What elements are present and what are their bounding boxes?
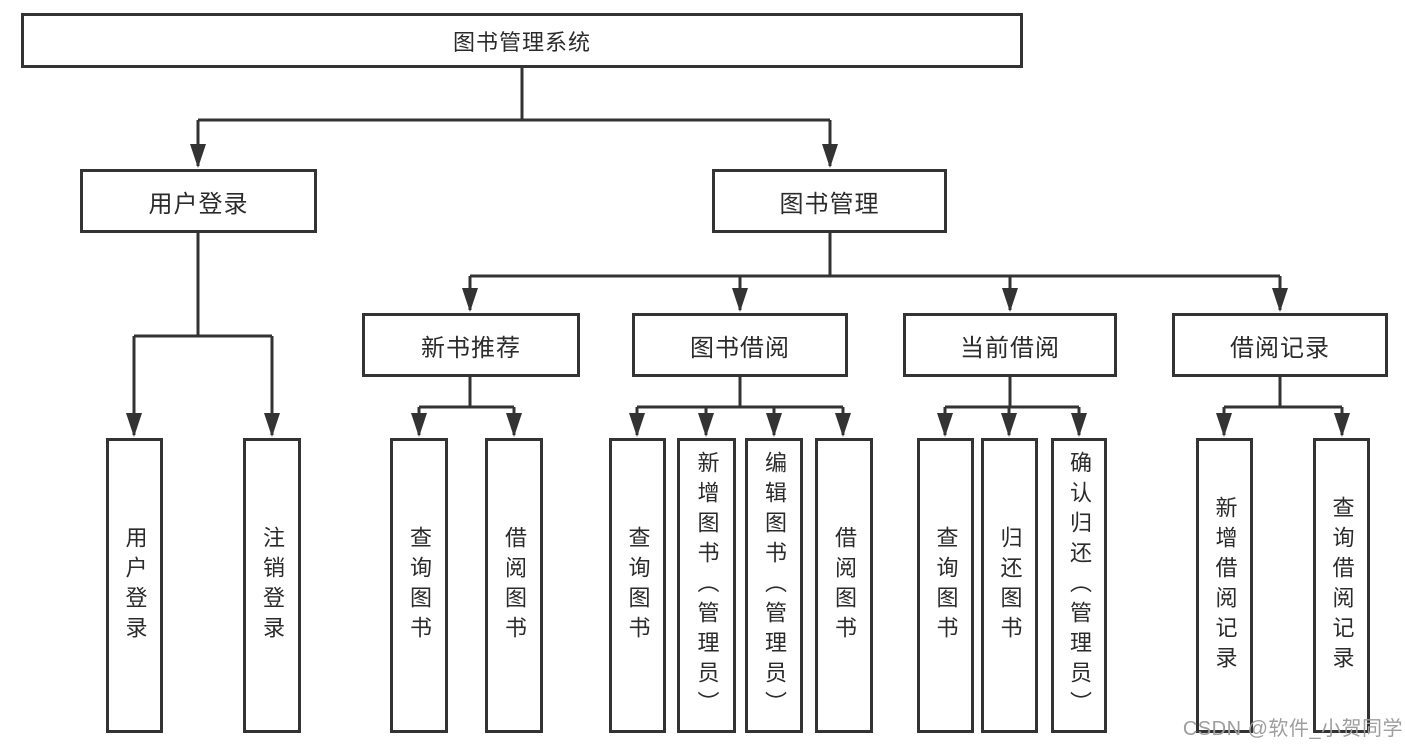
leaf-cb-return-books: 归还图书 (981, 438, 1038, 733)
connector-root-to-level2 (198, 68, 830, 435)
leaf-br-add-record: 新增借阅记录 (1196, 438, 1253, 733)
node-new-book-recommendation: 新书推荐 (362, 313, 580, 377)
connector-new-book-rec-to-leaves (417, 377, 516, 435)
node-user-login: 用户登录 (80, 169, 317, 233)
leaf-user-login: 用户登录 (106, 438, 163, 733)
node-current-borrowing: 当前借阅 (903, 313, 1117, 377)
leaf-bb-add-books-admin: 新增图书（管理员） (677, 438, 736, 733)
leaf-cb-query-books: 查询图书 (917, 438, 974, 733)
leaf-bb-borrow-books: 借阅图书 (815, 438, 873, 733)
connector-book-mgmt-to-level3 (468, 233, 1282, 310)
leaf-logout: 注销登录 (243, 438, 301, 733)
node-book-borrowing: 图书借阅 (632, 313, 848, 377)
node-book-management: 图书管理 (712, 169, 947, 233)
leaf-nbr-borrow-books: 借阅图书 (485, 438, 543, 733)
leaf-cb-confirm-return-admin: 确认归还（管理员） (1051, 438, 1107, 733)
leaf-nbr-query-books: 查询图书 (390, 438, 448, 733)
arrowheads (126, 144, 1350, 437)
connector-book-borrow-to-leaves (635, 377, 845, 435)
connector-borrow-records-to-leaves (1222, 377, 1344, 435)
leaf-br-query-record: 查询借阅记录 (1313, 438, 1370, 733)
leaf-bb-edit-books-admin: 编辑图书（管理员） (745, 438, 803, 733)
leaf-bb-query-books: 查询图书 (609, 438, 666, 733)
node-borrowing-records: 借阅记录 (1172, 313, 1388, 377)
connector-user-login-to-leaves (132, 233, 274, 435)
node-library-management-system: 图书管理系统 (21, 13, 1023, 68)
watermark-csdn: CSDN @软件_小贺同学 (1182, 718, 1403, 740)
